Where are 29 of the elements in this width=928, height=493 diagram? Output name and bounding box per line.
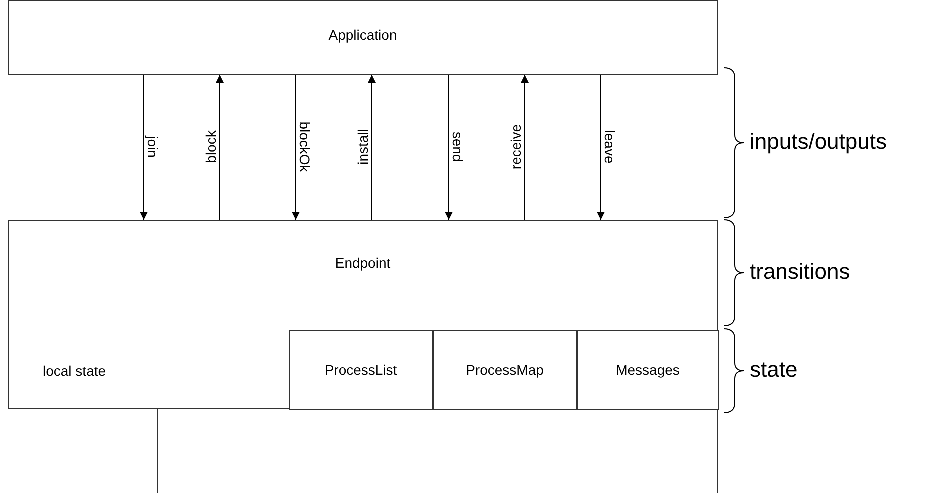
node-title: ProcessList <box>324 360 398 380</box>
edge-label: blockOk <box>298 122 312 172</box>
edge-label: send <box>451 132 465 162</box>
node-text: local state <box>43 363 106 379</box>
arrow <box>292 74 300 220</box>
edge-label: receive <box>509 124 523 170</box>
layer-label: state <box>750 359 798 381</box>
arrow <box>216 74 224 220</box>
arrow <box>368 74 376 220</box>
edge-label: block <box>204 130 218 164</box>
store-box <box>577 330 719 410</box>
region-box <box>157 409 718 493</box>
node-title: Endpoint <box>335 255 391 271</box>
arrow <box>521 74 529 220</box>
layer-label: inputs/outputs <box>750 131 887 153</box>
arrow <box>445 74 453 220</box>
node-title: Application <box>328 27 398 43</box>
component-box <box>8 220 718 409</box>
edge-label: leave <box>603 130 617 164</box>
edge-label: join <box>146 136 160 158</box>
edge-label: install <box>356 129 370 165</box>
store-box <box>289 330 433 410</box>
store-box <box>433 330 577 410</box>
layer-label: transitions <box>750 261 850 283</box>
node-title: Messages <box>616 360 680 380</box>
component-box <box>8 0 718 75</box>
node-title: ProcessMap <box>466 360 544 380</box>
arrow <box>140 74 148 220</box>
arrow <box>597 74 605 220</box>
